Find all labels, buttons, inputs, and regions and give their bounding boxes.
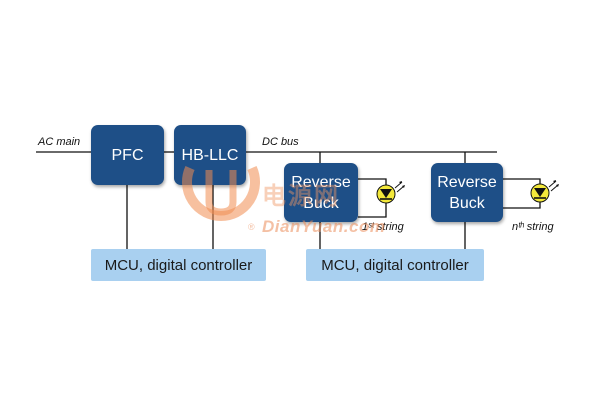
reverse-buck-block-1: Reverse Buck bbox=[284, 163, 358, 222]
watermark-chinese-text: 电源网 bbox=[262, 183, 340, 210]
mcu-controller-right: MCU, digital controller bbox=[306, 249, 484, 281]
reverse-buck-block-2: Reverse Buck bbox=[431, 163, 503, 222]
pfc-label: PFC bbox=[111, 146, 144, 164]
reverse-buck-2-line1: Reverse bbox=[437, 173, 497, 191]
dc-bus-label: DC bus bbox=[262, 136, 299, 148]
watermark-registered-mark: ® bbox=[248, 222, 255, 232]
hb-llc-label: HB-LLC bbox=[181, 146, 239, 164]
string-1-label: 1ˢᵗ string bbox=[362, 221, 404, 233]
watermark-logo-icon bbox=[182, 165, 260, 221]
led-icon bbox=[376, 181, 405, 204]
pfc-block: PFC bbox=[91, 125, 164, 185]
mcu-controller-left-label: MCU, digital controller bbox=[104, 256, 253, 274]
led-icon bbox=[530, 180, 559, 203]
string-n-label: nᵗʰ string bbox=[512, 221, 554, 233]
ac-main-label: AC main bbox=[38, 136, 81, 148]
mcu-controller-left: MCU, digital controller bbox=[91, 249, 266, 281]
reverse-buck-1-line1: Reverse bbox=[291, 173, 351, 191]
mcu-controller-right-label: MCU, digital controller bbox=[321, 256, 469, 274]
watermark-latin-text: DianYuan.com bbox=[262, 217, 386, 236]
reverse-buck-1-line2: Buck bbox=[303, 194, 339, 212]
reverse-buck-2-line2: Buck bbox=[449, 194, 485, 212]
